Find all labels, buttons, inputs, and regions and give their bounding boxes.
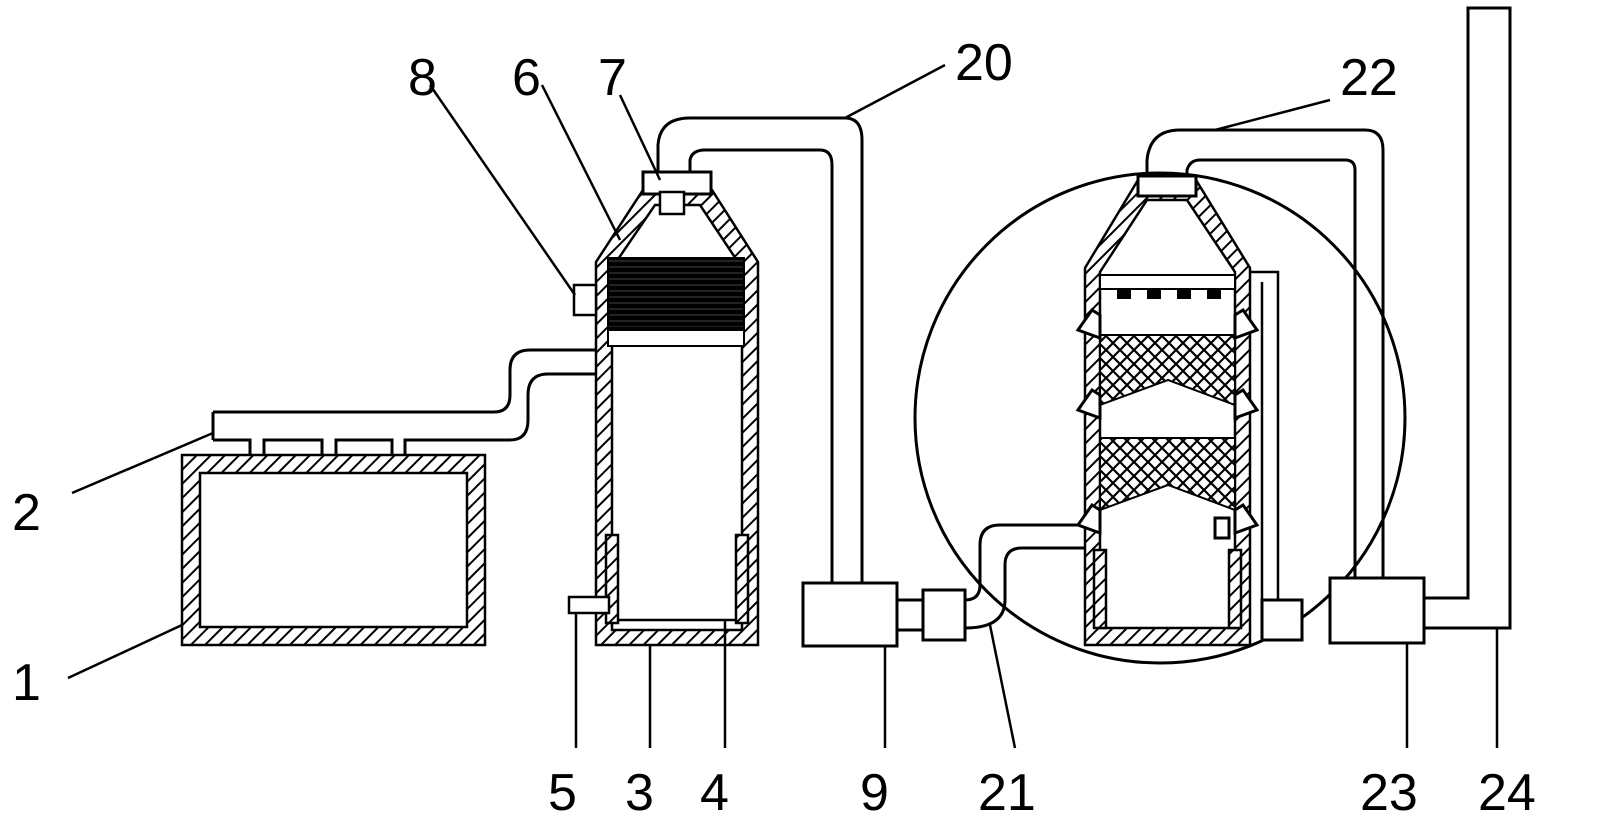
- leader-lines: [67, 63, 1499, 749]
- label-20: 20: [955, 34, 1013, 92]
- label-8: 8: [408, 49, 437, 107]
- drain-valve-5: [567, 595, 611, 615]
- packing-layer-6: [607, 257, 745, 329]
- label-22: 22: [1340, 49, 1398, 107]
- label-7: 7: [598, 49, 627, 107]
- label-3: 3: [625, 764, 654, 822]
- outlet-cap-7: [641, 170, 713, 196]
- scrubber-column-2: [913, 171, 1407, 665]
- label-4: 4: [700, 764, 729, 822]
- stack-24: [1424, 6, 1512, 630]
- label-9: 9: [860, 764, 889, 822]
- label-24: 24: [1478, 764, 1536, 822]
- pipe-21: [964, 523, 1090, 630]
- pump-9: [801, 581, 967, 648]
- label-6: 6: [512, 49, 541, 107]
- manifold-pipe-2: [211, 348, 596, 455]
- tank-1: [180, 453, 487, 647]
- label-2: 2: [12, 484, 41, 542]
- label-5: 5: [548, 764, 577, 822]
- label-23: 23: [1360, 764, 1418, 822]
- scrubber-column-3: [567, 170, 760, 647]
- pipe-22: [1145, 128, 1385, 578]
- pipe-20: [656, 116, 864, 583]
- label-1: 1: [12, 654, 41, 712]
- label-21: 21: [978, 764, 1036, 822]
- side-port-8: [572, 283, 598, 317]
- pump-23: [1328, 576, 1426, 645]
